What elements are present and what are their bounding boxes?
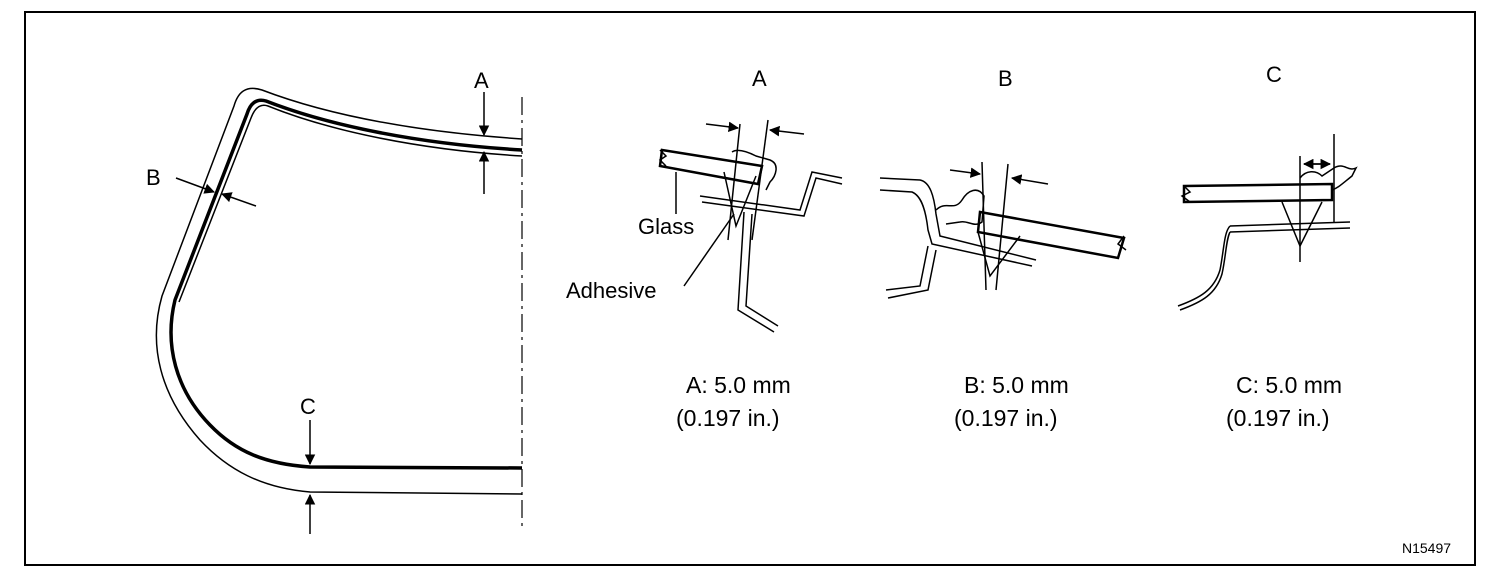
detail-a-title: A [752,66,767,91]
detail-b-adhesive-bead [977,231,1021,278]
figure-frame [24,11,1476,566]
detail-c-molding [1299,165,1358,191]
detail-a-spec-mm: A: 5.0 mm [686,372,791,398]
detail-c-spec-mm: C: 5.0 mm [1236,372,1342,398]
callout-glass: Glass [638,214,694,239]
detail-b-molding [935,189,985,225]
detail-c-glass [1182,182,1334,204]
marker-a-label: A [474,68,489,93]
detail-c-spec-in: (0.197 in.) [1226,405,1330,431]
glass-outer-edge [155,87,523,495]
detail-c-body [1229,221,1351,227]
detail-a-adhesive-bead [723,171,757,229]
detail-c-title: C [1266,62,1282,87]
detail-b: B B: 5.0 mm (0.197 in.) [879,66,1127,431]
marker-c-label: C [300,394,316,419]
detail-b-spec-mm: B: 5.0 mm [964,372,1069,398]
detail-b-body-outer [879,177,1037,261]
detail-c: C C: 5.0 mm (0.197 in.) [1177,62,1358,431]
windshield-overview: A B C [146,68,523,534]
callout-adhesive: Adhesive [566,278,657,303]
detail-a-body-outer [699,171,843,211]
body-flange-line [178,104,523,303]
adhesive-bead-line [169,98,523,470]
detail-a: A Glass Adhesive A: 5.0 mm (0.197 in.) [566,66,843,431]
marker-b-label: B [146,165,161,190]
detail-a-spec-in: (0.197 in.) [676,405,780,431]
detail-b-glass [976,210,1126,260]
detail-b-spec-in: (0.197 in.) [954,405,1058,431]
figure-code: N15497 [1402,540,1451,556]
detail-a-molding [731,149,777,191]
detail-b-title: B [998,66,1013,91]
